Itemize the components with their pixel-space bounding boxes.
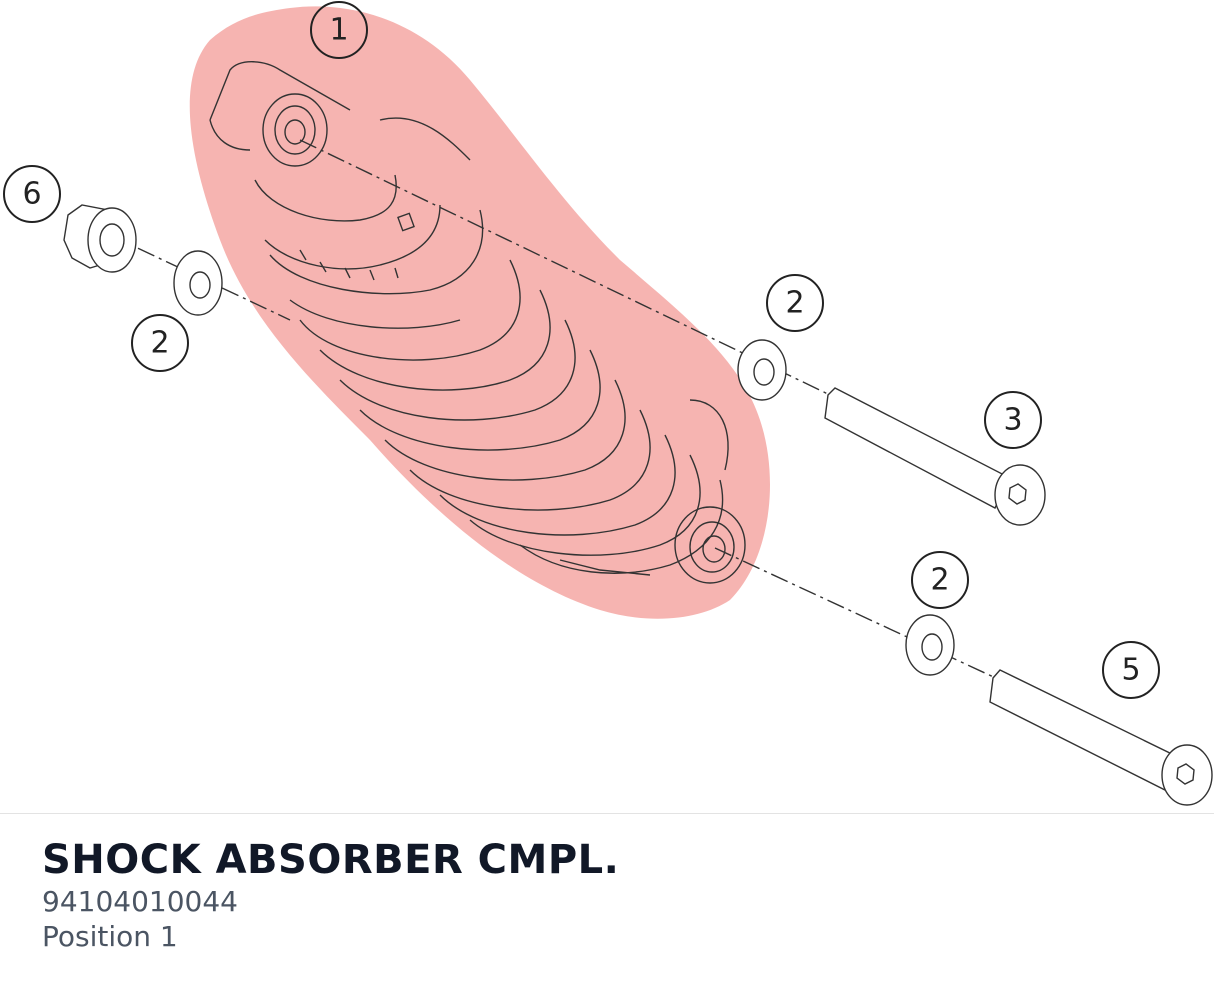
bolt-part-upper[interactable] xyxy=(824,387,1046,526)
washer-part-lower[interactable] xyxy=(905,614,955,676)
part-info-panel: SHOCK ABSORBER CMPL. 94104010044 Positio… xyxy=(42,836,1174,954)
callout-6[interactable]: 6 xyxy=(3,165,61,223)
nut-part[interactable] xyxy=(63,204,137,273)
callout-2-upper-right[interactable]: 2 xyxy=(766,274,824,332)
diagram-svg: 1 6 2 2 3 2 5 xyxy=(3,1,1213,806)
part-title: SHOCK ABSORBER CMPL. xyxy=(42,837,620,883)
washer-part-upper-right[interactable] xyxy=(737,339,787,401)
shock-absorber-highlight[interactable] xyxy=(189,6,771,619)
part-position: Position 1 xyxy=(42,920,178,953)
callout-2-upper-left[interactable]: 2 xyxy=(131,314,189,372)
callout-2-lower[interactable]: 2 xyxy=(911,551,969,609)
callout-5[interactable]: 5 xyxy=(1102,641,1160,699)
callout-label: 6 xyxy=(22,177,41,212)
section-divider xyxy=(0,813,1214,814)
callout-label: 3 xyxy=(1003,403,1022,438)
part-number: 94104010044 xyxy=(42,885,238,918)
bolt-part-lower[interactable] xyxy=(989,669,1213,806)
callout-1[interactable]: 1 xyxy=(310,1,368,59)
callout-3[interactable]: 3 xyxy=(984,391,1042,449)
shock-absorber-drawing xyxy=(209,61,746,584)
callout-label: 5 xyxy=(1121,653,1140,688)
callout-label: 2 xyxy=(150,326,169,361)
callout-label: 1 xyxy=(329,13,348,48)
callout-label: 2 xyxy=(785,286,804,321)
exploded-parts-diagram: 1 6 2 2 3 2 5 xyxy=(3,1,1213,806)
lower-axis-line xyxy=(714,547,1001,681)
washer-part-upper-left[interactable] xyxy=(173,250,223,316)
callout-label: 2 xyxy=(930,563,949,598)
